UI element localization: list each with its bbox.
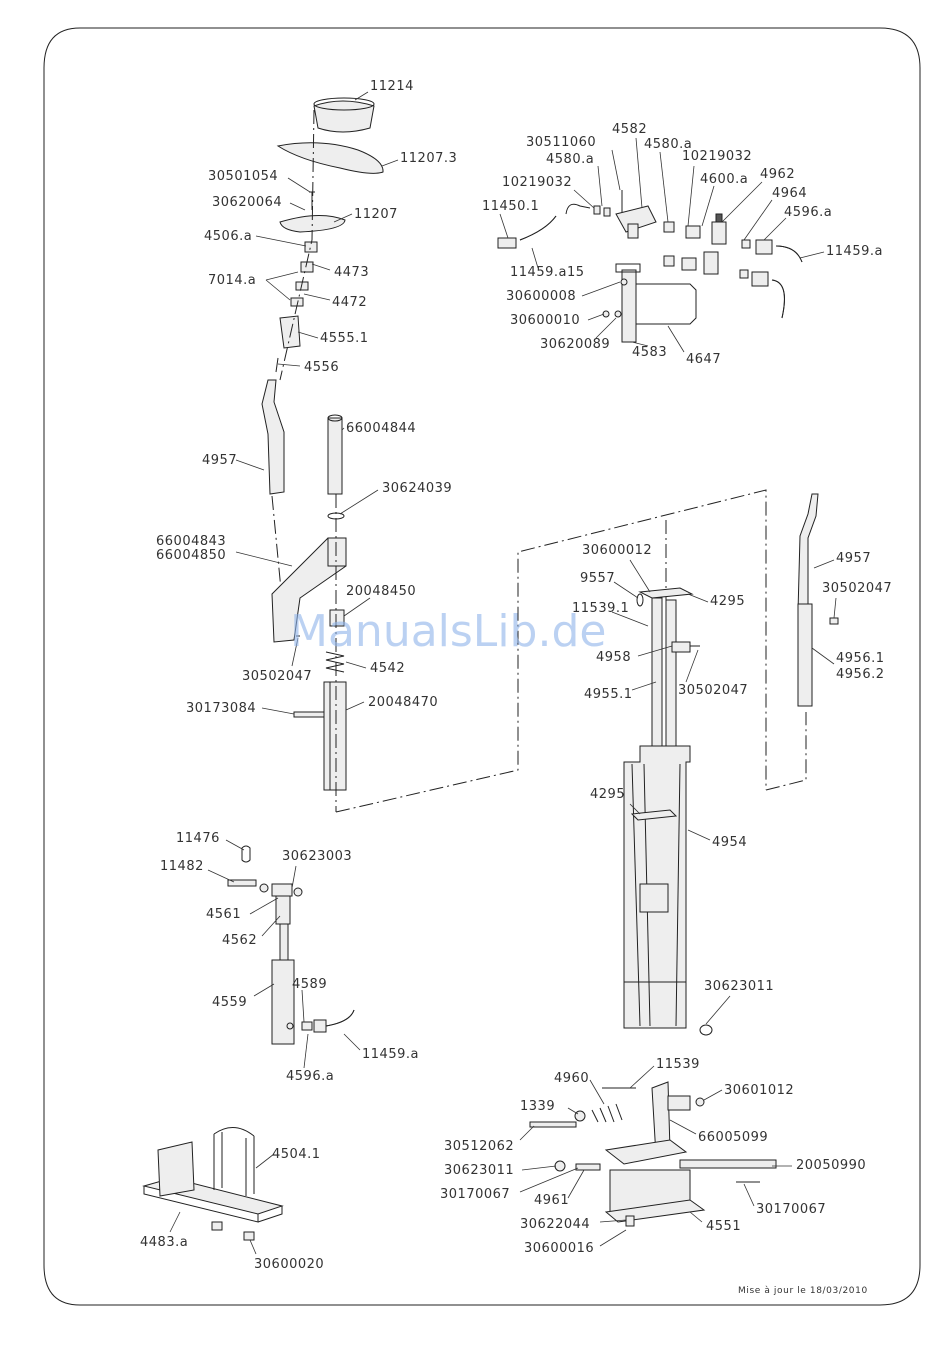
label-11539-1: 11539.1 xyxy=(572,601,629,616)
sheet-border xyxy=(43,27,921,1306)
label-30600012: 30600012 xyxy=(582,543,652,558)
right-lever xyxy=(797,493,839,707)
label-4954: 4954 xyxy=(712,835,747,850)
label-4957-right: 4957 xyxy=(836,551,871,566)
label-4958: 4958 xyxy=(596,650,631,665)
label-4647: 4647 xyxy=(686,352,721,367)
label-7014a: 7014.a xyxy=(208,273,256,288)
label-4582: 4582 xyxy=(612,122,647,137)
label-30622044: 30622044 xyxy=(520,1217,590,1232)
label-4955-1: 4955.1 xyxy=(584,687,633,702)
label-4559: 4559 xyxy=(212,995,247,1010)
label-11482: 11482 xyxy=(160,859,204,874)
label-11539: 11539 xyxy=(656,1057,700,1072)
label-30623003: 30623003 xyxy=(282,849,352,864)
label-10219032-left: 10219032 xyxy=(502,175,572,190)
label-11459a15: 11459.a15 xyxy=(510,265,585,280)
label-4561: 4561 xyxy=(206,907,241,922)
label-4504-1: 4504.1 xyxy=(272,1147,321,1162)
label-30512062: 30512062 xyxy=(444,1139,514,1154)
label-30170067-right: 30170067 xyxy=(756,1202,826,1217)
label-4562: 4562 xyxy=(222,933,257,948)
label-30601012: 30601012 xyxy=(724,1083,794,1098)
label-20050990: 20050990 xyxy=(796,1158,866,1173)
watermark: ManualsLib.de xyxy=(290,606,606,657)
label-30620089: 30620089 xyxy=(540,337,610,352)
label-30620064: 30620064 xyxy=(212,195,282,210)
label-30624039: 30624039 xyxy=(382,481,452,496)
label-4956-2: 4956.2 xyxy=(836,667,885,682)
handle-assembly xyxy=(261,97,384,601)
base-plate xyxy=(142,1127,284,1241)
column-assembly xyxy=(271,414,347,812)
label-1339: 1339 xyxy=(520,1099,555,1114)
label-11207: 11207 xyxy=(354,207,398,222)
label-4542: 4542 xyxy=(370,661,405,676)
label-4956-1: 4956.1 xyxy=(836,651,885,666)
label-4589: 4589 xyxy=(292,977,327,992)
label-4556: 4556 xyxy=(304,360,339,375)
label-66004843: 66004843 xyxy=(156,534,226,549)
label-11476: 11476 xyxy=(176,831,220,846)
cylinder-assembly xyxy=(227,845,355,1045)
label-4596a-top: 4596.a xyxy=(784,205,832,220)
label-30502047-right: 30502047 xyxy=(822,581,892,596)
label-30170067-left: 30170067 xyxy=(440,1187,510,1202)
label-4472: 4472 xyxy=(332,295,367,310)
section-link-dash xyxy=(335,489,767,813)
label-9557: 9557 xyxy=(580,571,615,586)
label-10219032-right: 10219032 xyxy=(682,149,752,164)
label-30173084: 30173084 xyxy=(186,701,256,716)
label-4960: 4960 xyxy=(554,1071,589,1086)
label-66004844: 66004844 xyxy=(346,421,416,436)
label-4580a-left: 4580.a xyxy=(546,152,594,167)
label-30502047-left: 30502047 xyxy=(242,669,312,684)
label-20048470: 20048470 xyxy=(368,695,438,710)
label-4551: 4551 xyxy=(706,1219,741,1234)
label-11459a-bottom: 11459.a xyxy=(362,1047,419,1062)
label-30600008: 30600008 xyxy=(506,289,576,304)
label-20048450: 20048450 xyxy=(346,584,416,599)
label-4555-1: 4555.1 xyxy=(320,331,369,346)
pedal-assembly xyxy=(529,1081,777,1227)
update-note: Mise à jour le 18/03/2010 xyxy=(738,1286,868,1296)
label-4961: 4961 xyxy=(534,1193,569,1208)
label-4957-left: 4957 xyxy=(202,453,237,468)
label-4583: 4583 xyxy=(632,345,667,360)
hydraulic-fittings xyxy=(497,190,803,343)
label-30502047-center: 30502047 xyxy=(678,683,748,698)
label-30600016: 30600016 xyxy=(524,1241,594,1256)
label-11207-3: 11207.3 xyxy=(400,151,457,166)
label-66004850: 66004850 xyxy=(156,548,226,563)
label-4600a: 4600.a xyxy=(700,172,748,187)
label-11459a-top: 11459.a xyxy=(826,244,883,259)
leader-lines xyxy=(169,91,837,1255)
label-4962: 4962 xyxy=(760,167,795,182)
label-66005099: 66005099 xyxy=(698,1130,768,1145)
label-30600010: 30600010 xyxy=(510,313,580,328)
label-4295-bottom: 4295 xyxy=(590,787,625,802)
label-30511060: 30511060 xyxy=(526,135,596,150)
part-labels: 11214 11207.3 30501054 30620064 11207 45… xyxy=(140,79,892,1272)
label-11214: 11214 xyxy=(370,79,414,94)
label-4483a: 4483.a xyxy=(140,1235,188,1250)
label-4473: 4473 xyxy=(334,265,369,280)
label-11450-1: 11450.1 xyxy=(482,199,539,214)
label-4596a-bottom: 4596.a xyxy=(286,1069,334,1084)
label-30600020: 30600020 xyxy=(254,1257,324,1272)
label-30501054: 30501054 xyxy=(208,169,278,184)
label-4295-top: 4295 xyxy=(710,594,745,609)
label-4580a-right: 4580.a xyxy=(644,137,692,152)
label-4506a: 4506.a xyxy=(204,229,252,244)
label-30623011-center: 30623011 xyxy=(704,979,774,994)
label-30623011-bottom: 30623011 xyxy=(444,1163,514,1178)
label-4964: 4964 xyxy=(772,186,807,201)
frame-assembly xyxy=(623,587,713,1036)
